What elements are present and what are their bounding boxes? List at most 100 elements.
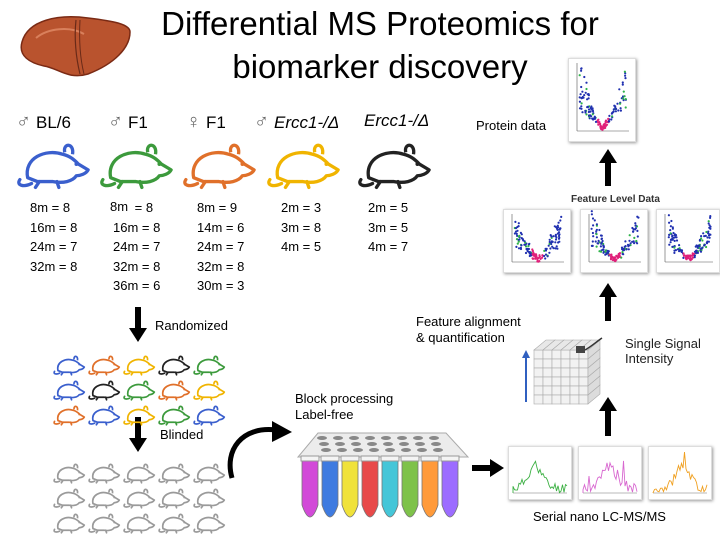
mouse-icon [123, 513, 156, 534]
overlay-label: 8m [107, 198, 132, 216]
page-title: Differential MS Proteomics for biomarker… [110, 2, 650, 88]
tube [301, 458, 319, 518]
mouse-icon [122, 404, 156, 426]
mouse-icon [158, 488, 191, 509]
mouse-icon [192, 462, 226, 484]
group-name: Ercc1-/Δ [274, 113, 340, 132]
tube [321, 458, 339, 518]
arrow-right-head [490, 459, 504, 477]
mouse-icon [192, 487, 226, 509]
tube [441, 458, 459, 518]
title-line-2: biomarker discovery [232, 48, 528, 85]
mouse-icon [52, 487, 86, 509]
mouse-icon [158, 405, 191, 426]
mouse-icon [53, 513, 86, 534]
mouse-icon [97, 140, 175, 195]
mouse-icon [158, 513, 191, 534]
arrow-up-3 [605, 410, 611, 436]
mouse-icon [183, 143, 256, 190]
mouse-icon [157, 404, 191, 426]
mouse-icon [123, 405, 156, 426]
arrow-down-2 [135, 417, 141, 438]
mouse-icon [157, 379, 191, 401]
mouse-icon [157, 512, 191, 534]
group-header-bl6: ♂BL/6 [16, 111, 71, 133]
arrow-up-2-head [599, 283, 617, 297]
mouse-icon [53, 488, 86, 509]
blinded-label: Blinded [160, 427, 204, 442]
arrow-right-shaft [472, 465, 492, 471]
mouse-icon [87, 487, 121, 509]
arrow-up-3-head [599, 397, 617, 411]
title-line-1: Differential MS Proteomics for [161, 5, 599, 42]
mouse-icon [52, 404, 86, 426]
arrow-down-1-head [129, 328, 147, 342]
mouse-icon [88, 380, 121, 401]
group-header-ercc1-male: ♂Ercc1-/Δ [254, 111, 340, 133]
group-header-f1-male: ♂F1 [108, 111, 148, 133]
feature-level-label: Feature Level Data [571, 194, 660, 205]
arrow-up-2 [605, 296, 611, 321]
group-name: BL/6 [36, 113, 71, 132]
mouse-icon [52, 512, 86, 534]
mouse-icon [355, 140, 433, 195]
mouse-icon [193, 380, 226, 401]
mouse-icon [87, 512, 121, 534]
mouse-icon [87, 379, 121, 401]
mouse-icon [14, 140, 92, 195]
blinded-mice-grid [52, 462, 226, 534]
cube-icon [522, 337, 603, 405]
group-name: F1 [128, 113, 148, 132]
mouse-icon [193, 513, 226, 534]
curved-arrow [227, 421, 292, 479]
mouse-icon [192, 512, 226, 534]
tube [421, 458, 439, 518]
mouse-icon [193, 488, 226, 509]
single-signal-label: Single Signal Intensity [625, 336, 701, 366]
group-name: F1 [206, 113, 226, 132]
mouse-icon [193, 405, 226, 426]
mouse-icon [53, 355, 86, 376]
mouse-icon [123, 355, 156, 376]
mouse-icon [180, 140, 258, 195]
mouse-icon [88, 513, 121, 534]
mouse-icon [157, 487, 191, 509]
arrow-down-2-head [129, 438, 147, 452]
mouse-icon [122, 379, 156, 401]
mouse-icon [52, 379, 86, 401]
chromatogram-icon [508, 446, 572, 500]
mouse-icon [17, 143, 90, 190]
mouse-icon [53, 380, 86, 401]
mouse-icon [87, 404, 121, 426]
serial-label: Serial nano LC-MS/MS [533, 509, 666, 524]
mouse-icon [123, 463, 156, 484]
mouse-icon [123, 488, 156, 509]
mouse-icon [122, 512, 156, 534]
mouse-icon [157, 462, 191, 484]
mouse-icon [192, 404, 226, 426]
mouse-icon [158, 463, 191, 484]
mouse-icon [122, 487, 156, 509]
volcano-plot-icon [656, 209, 720, 273]
arrow-down-1 [135, 307, 141, 328]
tube-rack-icon [296, 432, 470, 518]
mouse-icon [158, 355, 191, 376]
arrow-up-1-head [599, 149, 617, 163]
volcano-plot-icon [503, 209, 571, 273]
mouse-icon [53, 405, 86, 426]
protein-data-label: Protein data [476, 118, 547, 133]
mouse-icon [157, 354, 191, 376]
arrow-up-1 [605, 162, 611, 186]
group-name: Ercc1-/Δ [364, 111, 430, 130]
tube [341, 458, 359, 518]
mouse-icon [87, 354, 121, 376]
mouse-icon [88, 488, 121, 509]
mouse-icon [52, 462, 86, 484]
group-header-f1-female: ♀F1 [186, 111, 226, 133]
mouse-icon [53, 463, 86, 484]
mouse-icon [192, 354, 226, 376]
